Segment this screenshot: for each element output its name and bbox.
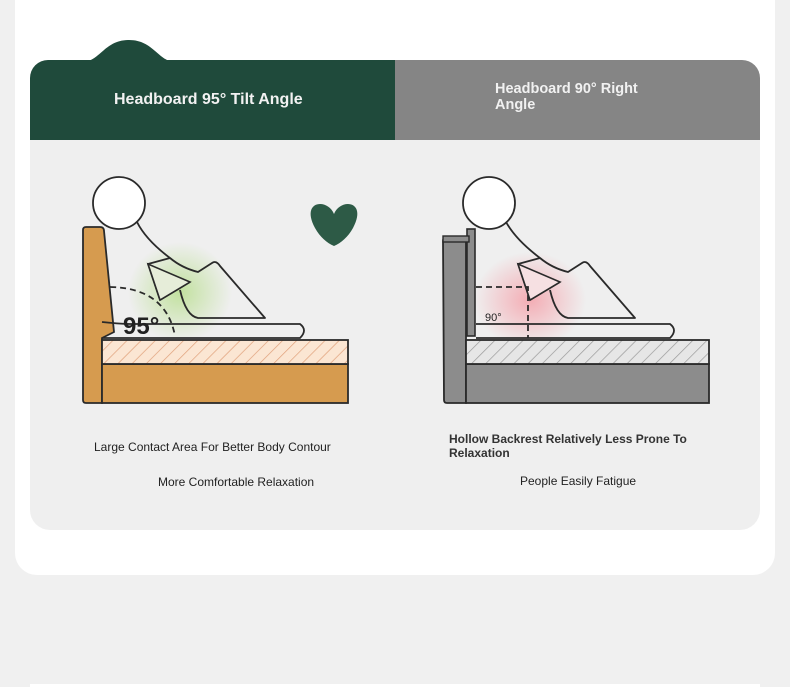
next-card-edge: [30, 684, 760, 687]
left-caption-secondary: More Comfortable Relaxation: [158, 475, 315, 489]
bed-comparison-illustration: 95° 90°: [82, 176, 710, 404]
right-caption-secondary: People Easily Fatigue: [520, 474, 637, 488]
active-tab-indicator: [82, 40, 176, 64]
upright-headboard-bed: 90°: [442, 176, 710, 404]
heart-icon: [310, 203, 358, 246]
comparison-panel: 95° 90° Large Contact Area For Better Bo…: [30, 140, 760, 530]
comparison-tabs: Headboard 95° Tilt Angle Headboard 90° R…: [30, 60, 760, 140]
tab-headboard-90[interactable]: Headboard 90° Right Angle: [395, 60, 760, 140]
angle-label-90: 90°: [485, 312, 502, 324]
tilted-headboard-bed: 95°: [82, 176, 349, 404]
right-caption-primary: Hollow Backrest Relatively Less Prone To…: [449, 432, 687, 460]
tab-headboard-95-label: Headboard 95° Tilt Angle: [114, 91, 303, 108]
left-caption-primary: Large Contact Area For Better Body Conto…: [94, 440, 331, 454]
tab-headboard-90-label: Headboard 90° Right Angle: [495, 81, 638, 113]
tab-headboard-95[interactable]: Headboard 95° Tilt Angle: [30, 60, 395, 140]
angle-label-95: 95°: [123, 313, 159, 340]
